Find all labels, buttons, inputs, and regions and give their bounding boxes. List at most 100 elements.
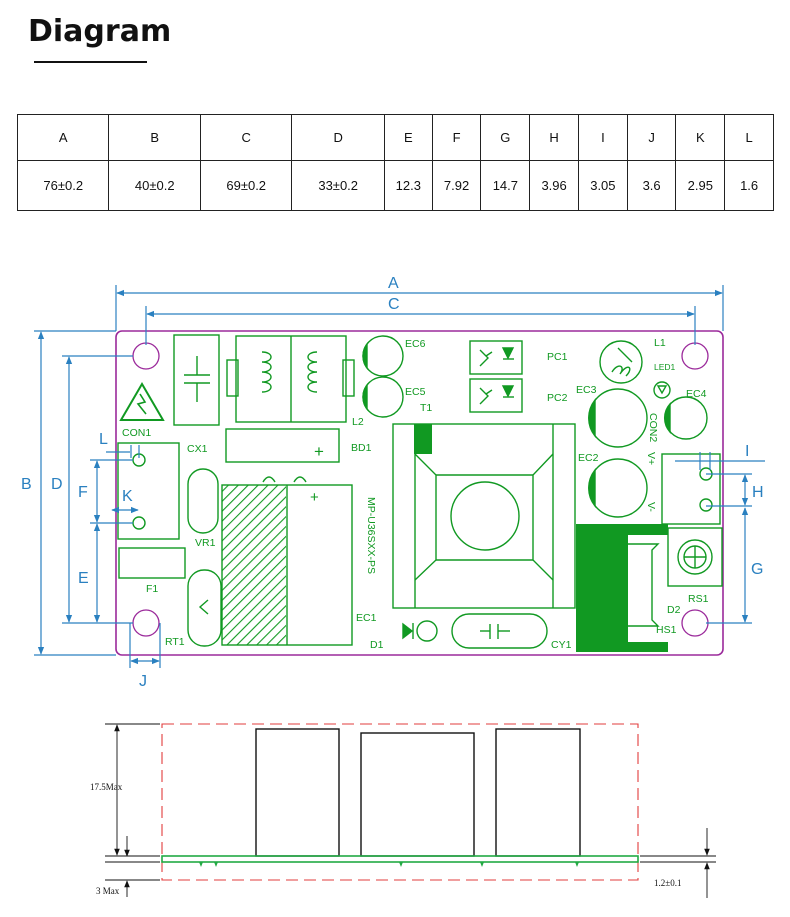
label-led1: LED1 [654, 362, 676, 372]
dimension-table: A B C D E F G H I J K L 76±0.2 40±0.2 69… [16, 114, 774, 211]
table-value-cell: 1.6 [724, 160, 774, 211]
label-vminus: V- [645, 502, 657, 512]
top-view-diagram: CON1 CX1 VR1 F1 RT1 EC6 EC5 T1 L2 BD1 + … [21, 275, 765, 690]
label-hs1: HS1 [656, 624, 677, 636]
ec3-capacitor [588, 388, 648, 448]
solder-pins [199, 862, 579, 867]
label-cx1: CX1 [187, 443, 208, 455]
table-value-cell: 3.96 [529, 160, 579, 211]
f1-fuse [118, 547, 186, 579]
label-rs1: RS1 [688, 593, 709, 605]
dimension-label-f: F [78, 484, 88, 501]
table-value-cell: 3.05 [578, 160, 628, 211]
dimension-label-g: G [751, 561, 763, 578]
label-ec1: EC1 [356, 612, 377, 624]
mounting-hole [132, 342, 160, 370]
label-l1: L1 [654, 337, 666, 349]
dimension-label-e: E [78, 570, 89, 587]
dimension-label-a: A [388, 275, 399, 292]
label-con1: CON1 [122, 427, 151, 439]
label-d1: D1 [370, 639, 384, 651]
con1-pin [132, 516, 146, 530]
label-pc2: PC2 [547, 392, 568, 404]
table-header-cell: F [431, 114, 482, 161]
dimension-label-j: J [139, 673, 147, 690]
label-f1: F1 [146, 583, 158, 595]
ec5-capacitor [362, 376, 404, 418]
table-header-cell: A [16, 114, 110, 161]
table-value-row: 76±0.2 40±0.2 69±0.2 33±0.2 12.3 7.92 14… [16, 160, 774, 211]
pcb-board-side [161, 855, 639, 863]
table-header-cell: B [108, 114, 201, 161]
label-ec4: EC4 [686, 388, 707, 400]
cx1-capacitor [173, 334, 220, 426]
label-ec3: EC3 [576, 384, 597, 396]
label-bd1: BD1 [351, 442, 372, 454]
dimension-label-c: C [388, 296, 400, 313]
pcb-board-outline [115, 330, 724, 656]
l1-inductor [599, 340, 643, 384]
label-pc1: PC1 [547, 351, 568, 363]
ec6-capacitor [362, 335, 404, 377]
page-title: Diagram [28, 14, 172, 49]
label-ec1-plus: + [310, 489, 319, 506]
dimension-label-k: K [122, 488, 133, 505]
label-vr1: VR1 [195, 537, 216, 549]
ec4-capacitor [664, 396, 708, 440]
height-max-label: 17.5Max [90, 782, 123, 792]
label-bd1-plus: + [314, 442, 324, 461]
high-voltage-warning-icon [119, 382, 165, 421]
component-outline [495, 728, 581, 857]
label-ec6: EC6 [405, 338, 426, 350]
label-t1: T1 [420, 402, 432, 414]
label-ec2: EC2 [578, 452, 599, 464]
hs1-heatsink [576, 524, 668, 652]
table-value-cell: 14.7 [480, 160, 531, 211]
dimension-label-h: H [752, 484, 764, 501]
dimension-label-i: I [745, 443, 749, 460]
led1-indicator [653, 381, 671, 399]
table-header-cell: L [724, 114, 774, 161]
label-model: MP-U36SXX-PS [365, 497, 377, 574]
component-outline [255, 728, 340, 857]
ec2-capacitor [588, 458, 648, 518]
label-d2: D2 [667, 604, 681, 616]
label-vplus: V+ [645, 452, 657, 465]
bottom-max-label: 3 Max [96, 886, 120, 896]
label-con2: CON2 [647, 413, 659, 442]
table-value-cell: 3.6 [626, 160, 677, 211]
table-header-cell: I [578, 114, 628, 161]
mounting-hole [681, 609, 709, 637]
height-envelope [161, 723, 639, 881]
table-value-cell: 2.95 [675, 160, 726, 211]
bd1-bridge-rectifier [225, 428, 340, 463]
dimension-label-b: B [21, 476, 32, 493]
con2-connector [661, 453, 721, 525]
board-thickness-label: 1.2±0.1 [654, 878, 681, 888]
table-value-cell: 12.3 [383, 160, 433, 211]
table-header-cell: H [529, 114, 579, 161]
dimension-label-l: L [99, 431, 108, 448]
label-rt1: RT1 [165, 636, 185, 648]
con2-pin [699, 498, 713, 512]
mounting-hole [132, 609, 160, 637]
table-value-cell: 33±0.2 [291, 160, 385, 211]
ec1-capacitor [221, 476, 353, 646]
pc1-optocoupler [469, 340, 523, 375]
l2-inductor [226, 335, 355, 423]
table-value-cell: 7.92 [431, 160, 482, 211]
pc2-optocoupler [469, 378, 523, 413]
mounting-hole [681, 342, 709, 370]
vr1-varistor [187, 468, 219, 534]
table-value-cell: 40±0.2 [108, 160, 201, 211]
t1-transformer [392, 423, 576, 609]
cy1-capacitor [451, 613, 548, 649]
con1-connector [117, 442, 180, 540]
table-value-cell: 69±0.2 [199, 160, 293, 211]
dimension-label-d: D [51, 476, 63, 493]
label-ec5: EC5 [405, 386, 426, 398]
title-underline [34, 61, 147, 63]
rs1-potentiometer [667, 527, 723, 587]
table-value-cell: 76±0.2 [16, 160, 110, 211]
